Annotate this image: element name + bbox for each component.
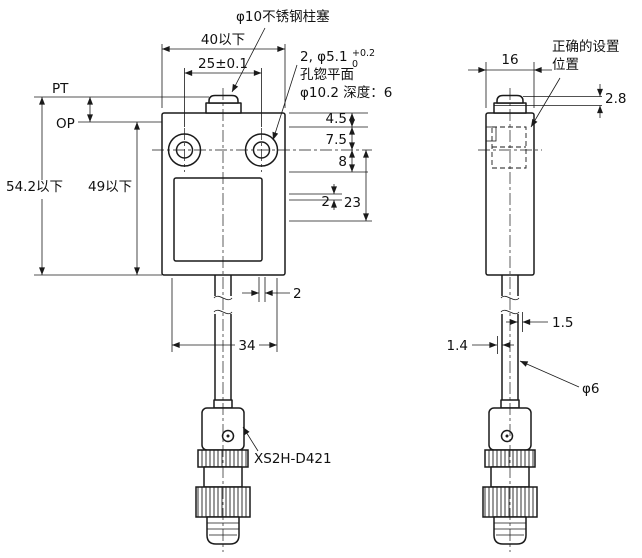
plunger-note-leader <box>231 27 266 93</box>
dim-34: 34 <box>238 338 255 354</box>
plunger-dome-front <box>208 94 239 104</box>
dim-1-5: 1.5 <box>552 315 573 331</box>
dim-4-5: 4.5 <box>326 111 347 127</box>
annotations: φ10不锈钢柱塞 2, φ5.1 +0.2 0 孔锪平面 φ10.2 深度：6 … <box>6 8 626 467</box>
position-note-line2: 位置 <box>552 57 579 73</box>
dimension-lines <box>39 46 603 348</box>
model-label: XS2H-D421 <box>254 451 332 467</box>
connector-detent-dot-front <box>226 434 230 438</box>
dim-hole-pitch: 25±0.1 <box>198 56 248 72</box>
model-leader <box>242 426 259 452</box>
dim-16: 16 <box>501 52 518 68</box>
cable-diameter-leader <box>519 360 580 388</box>
dim-2-step: 2 <box>321 194 330 210</box>
hole-note-leader <box>272 64 298 141</box>
hole-note-line1: 2, φ5.1 <box>300 49 348 65</box>
dim-1-4: 1.4 <box>447 338 468 354</box>
front-view <box>161 94 286 545</box>
center-lines <box>152 88 542 552</box>
position-note-leader <box>530 77 561 128</box>
dim-overall-width: 40以下 <box>201 32 245 48</box>
hole-note-line3: φ10.2 深度：6 <box>300 85 392 101</box>
operating-position-label: OP <box>56 116 75 132</box>
label-window-front <box>173 177 263 262</box>
position-note-line1: 正确的设置 <box>552 39 620 55</box>
hole-note-tol-upper: +0.2 <box>352 48 375 59</box>
hole-note-line2: 孔锪平面 <box>300 67 354 83</box>
pretravel-label: PT <box>52 81 69 97</box>
dim-body-height: 49以下 <box>88 179 132 195</box>
hidden-counterbore-outline <box>491 126 527 169</box>
dim-2-8: 2.8 <box>605 91 626 107</box>
dim-8: 8 <box>338 154 347 170</box>
connector-detent-dot-side <box>505 434 509 438</box>
dim-7-5: 7.5 <box>326 132 347 148</box>
extension-lines <box>34 44 602 354</box>
plunger-note: φ10不锈钢柱塞 <box>236 8 330 25</box>
leader-lines <box>231 27 580 452</box>
dim-overall-height: 54.2以下 <box>6 179 63 195</box>
plunger-flange-front <box>205 102 242 114</box>
hole-note-tol-lower: 0 <box>352 59 358 70</box>
dim-2-bottom: 2 <box>293 286 302 302</box>
cable-diameter-label: φ6 <box>582 381 600 397</box>
dim-23: 23 <box>344 195 361 211</box>
mounting-step <box>485 126 497 142</box>
